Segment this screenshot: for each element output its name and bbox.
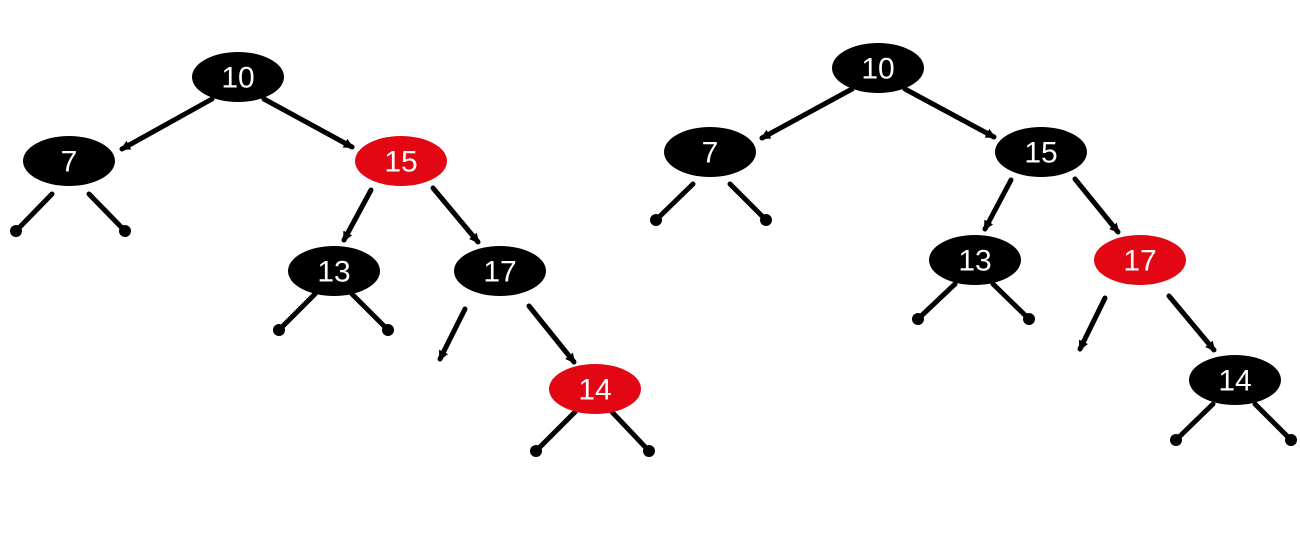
node-label-a17: 17 <box>483 256 516 289</box>
node-label-b10: 10 <box>861 53 894 86</box>
nil-leaf-dot-a13-left <box>273 324 285 336</box>
node-label-a15: 15 <box>384 146 417 179</box>
nil-edge-b13-left <box>915 281 958 322</box>
tree-node-b15: 15 <box>995 127 1087 177</box>
tree-node-b10: 10 <box>832 43 924 93</box>
edge-a10-a15 <box>261 96 355 150</box>
tree-node-a10: 10 <box>192 52 284 102</box>
edge-a17-a14 <box>526 303 577 365</box>
tree-node-a15: 15 <box>355 136 447 186</box>
edge-a15-a13 <box>341 187 374 243</box>
nil-leaf-dot-b14-left <box>1170 434 1182 446</box>
nil-leaf-dot-a7-left <box>10 225 22 237</box>
tree-node-a7: 7 <box>23 136 115 186</box>
nil-leaf-dot-b7-right <box>760 214 772 226</box>
nodes-layer: 10 7 15 13 17 14 10 7 15 13 17 14 <box>23 43 1281 414</box>
tree-node-a17: 17 <box>454 246 546 296</box>
node-ellipse-b13 <box>929 235 1021 285</box>
nil-edge-a14-left <box>533 409 578 454</box>
nil-leaf-dot-a14-right <box>643 445 655 457</box>
tree-node-a14: 14 <box>549 364 641 414</box>
tree-node-a13: 13 <box>288 246 380 296</box>
edge-a15-a17 <box>430 185 481 245</box>
nil-edge-b14-right <box>1252 401 1294 443</box>
nil-leaf-dot-b14-right <box>1285 434 1297 446</box>
node-ellipse-a10 <box>192 52 284 102</box>
node-label-a7: 7 <box>61 146 78 179</box>
node-label-a13: 13 <box>317 256 350 289</box>
nil-leaf-dot-a13-right <box>382 324 394 336</box>
nil-edge-a14-right <box>609 409 652 454</box>
node-label-b17: 17 <box>1123 245 1156 278</box>
edge-b10-b15 <box>902 86 997 140</box>
node-ellipse-a15 <box>355 136 447 186</box>
node-ellipse-b15 <box>995 127 1087 177</box>
tree-node-b13: 13 <box>929 235 1021 285</box>
nil-leaf-dot-b13-right <box>1023 313 1035 325</box>
nil-edge-a13-right <box>349 291 391 333</box>
nil-edge-b14-left <box>1173 401 1216 443</box>
node-ellipse-a14 <box>549 364 641 414</box>
edge-b15-b13 <box>982 177 1014 232</box>
nil-edge-b7-left <box>653 181 696 223</box>
nil-leaf-dot-b7-left <box>650 214 662 226</box>
edge-b17-b14 <box>1166 293 1217 353</box>
node-label-a14: 14 <box>578 374 611 407</box>
node-ellipse-a13 <box>288 246 380 296</box>
node-label-b13: 13 <box>958 245 991 278</box>
tree-node-b7: 7 <box>664 127 756 177</box>
nil-edge-b7-right <box>727 181 769 223</box>
tree-node-b14: 14 <box>1189 355 1281 405</box>
node-ellipse-b14 <box>1189 355 1281 405</box>
edge-b15-b17 <box>1072 176 1121 235</box>
empty-child-arrow-b17-left <box>1077 295 1108 352</box>
nil-leaf-dot-b13-left <box>912 313 924 325</box>
node-label-b7: 7 <box>702 137 719 170</box>
node-ellipse-b10 <box>832 43 924 93</box>
empty-child-arrow-a17-left <box>437 306 468 362</box>
node-ellipse-b17 <box>1094 235 1186 285</box>
node-ellipse-b7 <box>664 127 756 177</box>
nil-leaf-dot-a7-right <box>119 225 131 237</box>
node-label-b14: 14 <box>1218 365 1251 398</box>
nil-leaf-dot-a14-left <box>530 445 542 457</box>
nil-edge-a7-right <box>86 191 128 234</box>
node-label-a10: 10 <box>221 62 254 95</box>
nil-edge-a7-left <box>13 191 55 234</box>
node-ellipse-a17 <box>454 246 546 296</box>
edge-a10-a7 <box>119 96 215 152</box>
edge-b10-b7 <box>759 86 855 141</box>
node-ellipse-a7 <box>23 136 115 186</box>
nil-edge-a13-left <box>276 291 318 333</box>
node-label-b15: 15 <box>1024 137 1057 170</box>
edges-layer <box>10 86 1297 457</box>
nil-edge-b13-right <box>990 281 1032 322</box>
tree-node-b17: 17 <box>1094 235 1186 285</box>
